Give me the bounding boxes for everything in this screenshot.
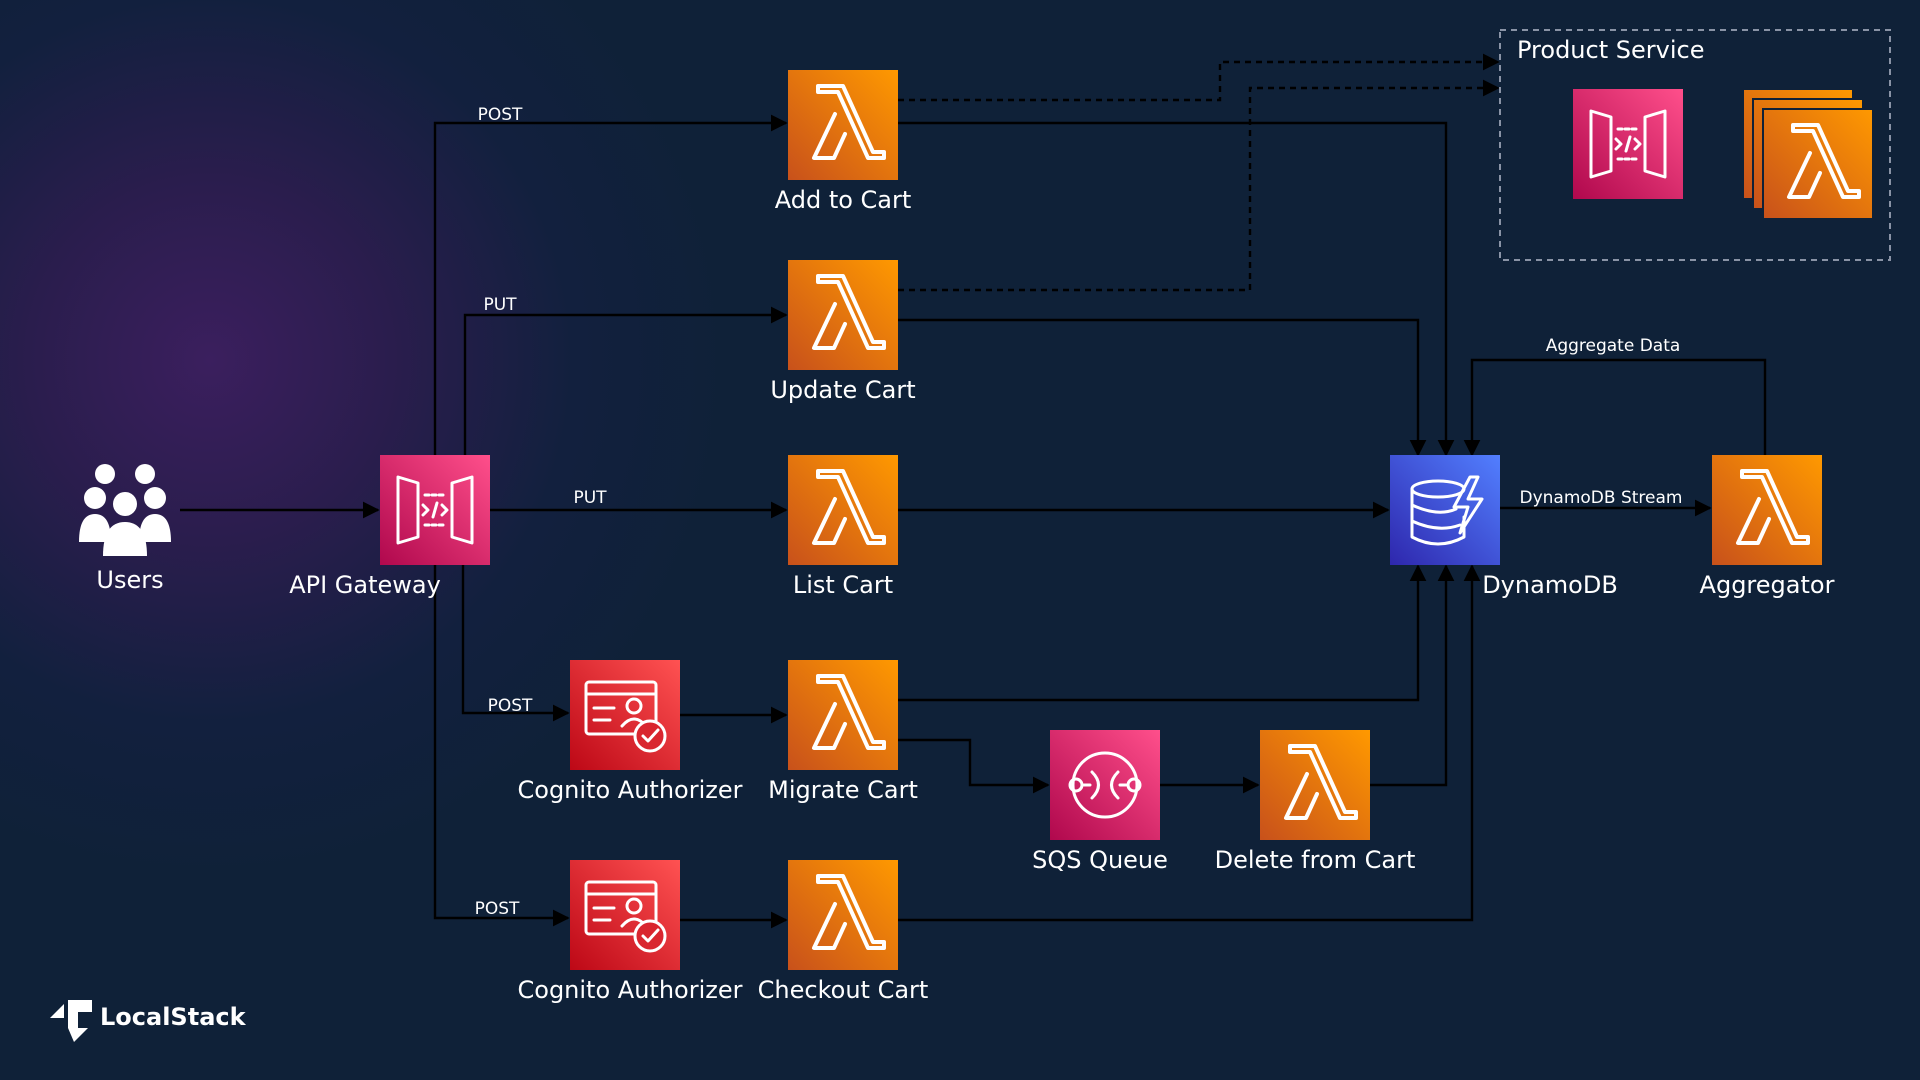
edge-migrate-dynamo: [898, 564, 1427, 702]
edge-api-add: [433, 114, 788, 455]
edge-update-dynamo: [898, 318, 1427, 457]
edge-api-cognito2: [433, 565, 570, 927]
dynamodb-label: DynamoDB: [1482, 571, 1618, 599]
checkout-cart-node: Checkout Cart: [758, 860, 929, 1004]
cognito-authorizer-2-node: Cognito Authorizer: [518, 860, 743, 1004]
group-title: Product Service: [1517, 36, 1704, 64]
cognito-icon: [570, 860, 680, 970]
cognito-authorizer-2-label: Cognito Authorizer: [518, 976, 743, 1004]
migrate-cart-node: Migrate Cart: [768, 660, 918, 804]
api-gateway-icon: [380, 455, 490, 565]
label-put-update: PUT: [483, 295, 517, 315]
api-gateway-node: API Gateway: [289, 455, 490, 599]
cognito-icon: [570, 660, 680, 770]
localstack-logo-text: LocalStack: [100, 1003, 247, 1031]
edge-delete-dynamo: [1370, 564, 1455, 787]
checkout-cart-label: Checkout Cart: [758, 976, 929, 1004]
edge-api-cognito1: [461, 565, 570, 722]
group-border: [1499, 29, 1891, 261]
api-gateway-icon: [1573, 89, 1683, 199]
localstack-logo-icon: [50, 1000, 92, 1042]
label-post-add: POST: [478, 105, 523, 125]
edge-aggregator-dynamo: [1463, 358, 1767, 457]
edge-add-dynamo: [898, 121, 1455, 457]
delete-from-cart-node: Delete from Cart: [1215, 730, 1416, 874]
list-cart-label: List Cart: [793, 571, 893, 599]
users-node: Users: [79, 464, 171, 594]
delete-from-cart-label: Delete from Cart: [1215, 846, 1416, 874]
update-cart-node: Update Cart: [770, 260, 916, 404]
users-icon: [79, 464, 171, 556]
migrate-cart-label: Migrate Cart: [768, 776, 918, 804]
edge-add-product: [898, 53, 1500, 102]
list-cart-node: List Cart: [788, 455, 898, 599]
aggregator-label: Aggregator: [1700, 571, 1835, 599]
dynamodb-icon: [1390, 455, 1500, 565]
sqs-icon: [1050, 730, 1160, 840]
dynamodb-node: DynamoDB: [1390, 455, 1618, 599]
label-aggregate-data: Aggregate Data: [1546, 336, 1681, 356]
users-label: Users: [96, 566, 163, 594]
label-post-checkout: POST: [475, 899, 520, 919]
edge-labels: POST PUT PUT POST POST DynamoDB Stream A…: [475, 105, 1683, 919]
aggregator-node: Aggregator: [1700, 455, 1835, 599]
edge-migrate-sqs: [898, 738, 1050, 794]
api-gateway-label: API Gateway: [289, 571, 441, 599]
edges: [180, 53, 1767, 929]
cognito-authorizer-1-label: Cognito Authorizer: [518, 776, 743, 804]
label-put-list: PUT: [573, 488, 607, 508]
add-to-cart-label: Add to Cart: [775, 186, 912, 214]
sqs-queue-node: SQS Queue: [1032, 730, 1168, 874]
edge-checkout-dynamo: [898, 564, 1481, 922]
lambda-stack-icon: [1742, 88, 1874, 220]
edge-api-update: [463, 306, 788, 455]
label-dynamodb-stream: DynamoDB Stream: [1520, 488, 1683, 508]
localstack-logo: LocalStack: [50, 1000, 247, 1042]
product-service-group: Product Service: [1499, 29, 1891, 261]
edge-update-product: [898, 79, 1500, 292]
cognito-authorizer-1-node: Cognito Authorizer: [518, 660, 743, 804]
add-to-cart-node: Add to Cart: [775, 70, 912, 214]
sqs-queue-label: SQS Queue: [1032, 846, 1168, 874]
update-cart-label: Update Cart: [770, 376, 915, 404]
label-post-migrate: POST: [488, 696, 533, 716]
